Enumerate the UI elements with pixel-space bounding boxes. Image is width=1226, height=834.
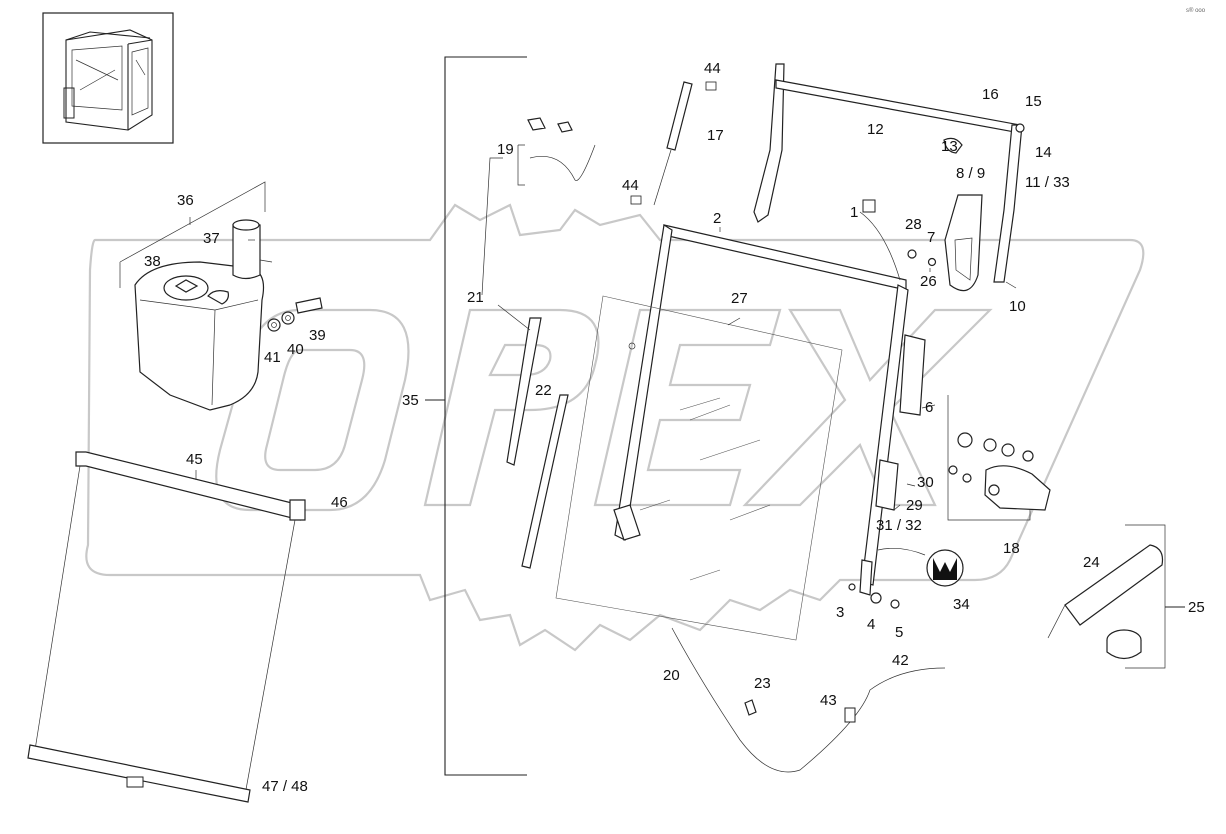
corner-mark: s® ooo <box>1186 7 1206 14</box>
callout-24: 24 <box>1083 554 1100 571</box>
callout-4: 4 <box>867 616 875 633</box>
callout-6: 6 <box>925 399 933 416</box>
callout-10: 10 <box>1009 298 1026 315</box>
callout-23: 23 <box>754 675 771 692</box>
callout-40: 40 <box>287 341 304 358</box>
callout-15: 15 <box>1025 93 1042 110</box>
callout-35: 35 <box>402 392 419 409</box>
callout-19: 19 <box>497 141 514 158</box>
upper-frame-assembly <box>753 63 1025 283</box>
wiper-arm-assembly <box>506 317 569 569</box>
callout-25: 25 <box>1188 599 1205 616</box>
watermark <box>85 203 1145 652</box>
callout-11-33: 11 / 33 <box>1025 174 1070 191</box>
side-brackets <box>848 334 926 609</box>
callout-36: 36 <box>177 192 194 209</box>
callout-47-48: 47 / 48 <box>262 778 308 795</box>
callout-20: 20 <box>663 667 680 684</box>
callout-5: 5 <box>895 624 903 641</box>
callout-labels: 1 2 3 4 5 6 7 8 / 9 10 11 / 33 12 13 14 … <box>144 60 1205 795</box>
callout-27: 27 <box>731 290 748 307</box>
callout-29: 29 <box>906 497 923 514</box>
callout-44-lower: 44 <box>622 177 639 194</box>
callout-45: 45 <box>186 451 203 468</box>
bracket-35 <box>425 56 527 776</box>
callout-43: 43 <box>820 692 837 709</box>
window-frame <box>555 224 909 641</box>
callout-26: 26 <box>920 273 937 290</box>
callout-46: 46 <box>331 494 348 511</box>
callout-34: 34 <box>953 596 970 613</box>
callout-17: 17 <box>707 127 724 144</box>
wiper-motor-18 <box>947 395 1051 521</box>
callout-37: 37 <box>203 230 220 247</box>
sealant-cartridge <box>1047 524 1185 669</box>
callout-21: 21 <box>467 289 484 306</box>
gas-spring-assembly <box>517 81 717 206</box>
wiper-motor-assembly <box>862 137 983 292</box>
callout-39: 39 <box>309 327 326 344</box>
callout-30: 30 <box>917 474 934 491</box>
callout-22: 22 <box>535 382 552 399</box>
callout-44-upper: 44 <box>704 60 721 77</box>
callout-7: 7 <box>927 229 935 246</box>
washer-hose <box>671 627 946 773</box>
callout-2: 2 <box>713 210 721 227</box>
callout-8-9: 8 / 9 <box>956 165 985 182</box>
callout-42: 42 <box>892 652 909 669</box>
callout-14: 14 <box>1035 144 1052 161</box>
roller-blind-assembly <box>27 451 306 803</box>
leader-lines <box>189 157 1017 511</box>
callout-41: 41 <box>264 349 281 366</box>
callout-1: 1 <box>850 204 858 221</box>
seal-34 <box>877 548 964 587</box>
cab-thumbnail <box>42 12 174 144</box>
callout-31-32: 31 / 32 <box>876 517 922 534</box>
callout-12: 12 <box>867 121 884 138</box>
callout-16: 16 <box>982 86 999 103</box>
callout-13: 13 <box>941 138 958 155</box>
callout-38: 38 <box>144 253 161 270</box>
callout-3: 3 <box>836 604 844 621</box>
callout-18: 18 <box>1003 540 1020 557</box>
washer-tank-assembly <box>119 181 323 411</box>
callout-28: 28 <box>905 216 922 233</box>
